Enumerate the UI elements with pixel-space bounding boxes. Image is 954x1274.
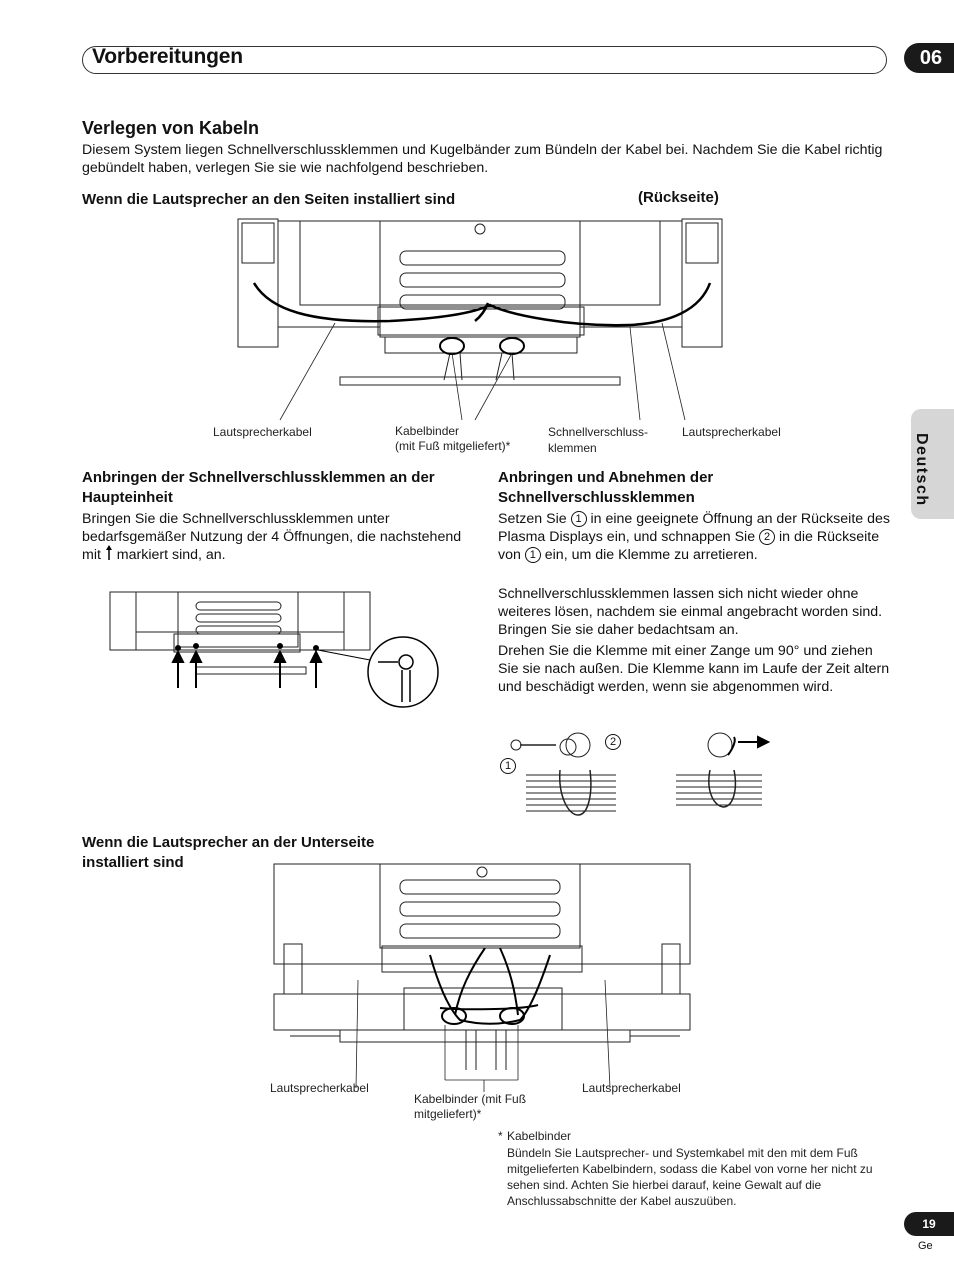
header-bar — [82, 46, 887, 74]
remove-title: Anbringen und Abnehmen der Schnellversch… — [498, 469, 714, 506]
rear-view-figure-side — [237, 218, 723, 421]
attach-text-a: Bringen Sie die Schnellverschlussklemmen… — [82, 511, 462, 563]
page-language-code: Ge — [918, 1240, 933, 1252]
clamp-part-2-label: 2 — [605, 733, 621, 751]
clamp-positions-figure — [109, 591, 439, 708]
p1-b: in eine geeignete Öffnung an der Rücksei… — [498, 511, 890, 545]
section-intro: Diesem System liegen Schnellverschlusskl… — [82, 142, 883, 176]
footnote-text: Bündeln Sie Lautsprecher- und Systemkabe… — [507, 1146, 873, 1208]
attach-text-b: markiert sind, an. — [112, 547, 226, 563]
clamp-part-2-number: 2 — [605, 734, 621, 750]
page-title: Vorbereitungen — [92, 45, 243, 68]
language-label: Deutsch — [913, 433, 930, 507]
p1-a: Setzen Sie — [498, 511, 571, 527]
caption-bottom-speaker-left: Lautsprecherkabel — [270, 1081, 369, 1095]
caption-clamps-2: klemmen — [548, 441, 597, 455]
caption-bottom-speaker-right: Lautsprecherkabel — [582, 1081, 681, 1095]
p1-d: ein, um die Klemme zu arretieren. — [540, 547, 758, 563]
attach-title: Anbringen der Schnellverschlussklemmen a… — [82, 469, 435, 506]
page-number: 19 — [904, 1212, 954, 1236]
step-1-marker: 1 — [570, 511, 587, 527]
rear-label: (Rückseite) — [638, 189, 719, 206]
remove-paragraph-3: Drehen Sie die Klemme mit einer Zange um… — [498, 643, 890, 695]
footnote-title: Kabelbinder — [507, 1129, 572, 1143]
attach-text: Bringen Sie die Schnellverschlussklemmen… — [82, 510, 467, 564]
bottom-heading: Wenn die Lautsprecher an der Unterseite … — [82, 834, 375, 871]
clamp-detail-figure — [510, 732, 771, 816]
caption-clamps-1: Schnellverschluss- — [548, 425, 649, 439]
remove-paragraph-2: Schnellverschlussklemmen lassen sich nic… — [498, 586, 883, 638]
language-tab — [911, 409, 954, 519]
caption-bottom-binder-2: mitgeliefert)* — [414, 1107, 482, 1121]
chapter-badge: 06 — [904, 43, 954, 73]
caption-speaker-cable-left: Lautsprecherkabel — [213, 425, 312, 439]
caption-speaker-cable-right: Lautsprecherkabel — [682, 425, 781, 439]
step-2-marker: 2 — [759, 529, 776, 545]
clamp-part-1-label: 1 — [500, 757, 516, 775]
caption-bottom-binder-1: Kabelbinder (mit Fuß — [414, 1092, 527, 1106]
arrow-up-icon — [105, 545, 113, 560]
caption-cable-binder-1: Kabelbinder — [395, 424, 460, 438]
caption-cable-binder-2: (mit Fuß mitgeliefert)* — [395, 439, 511, 453]
rear-view-figure-bottom — [273, 863, 691, 1092]
side-heading: Wenn die Lautsprecher an den Seiten inst… — [82, 191, 456, 208]
clamp-part-1-number: 1 — [500, 758, 516, 774]
footnote-mark: * — [498, 1129, 503, 1143]
section-title: Verlegen von Kabeln — [82, 118, 260, 138]
remove-paragraph-1: Setzen Sie 1 in eine geeignete Öffnung a… — [498, 510, 893, 564]
step-1-marker-ref: 1 — [524, 547, 541, 563]
p1-c: in die Rückseite von — [498, 529, 880, 563]
